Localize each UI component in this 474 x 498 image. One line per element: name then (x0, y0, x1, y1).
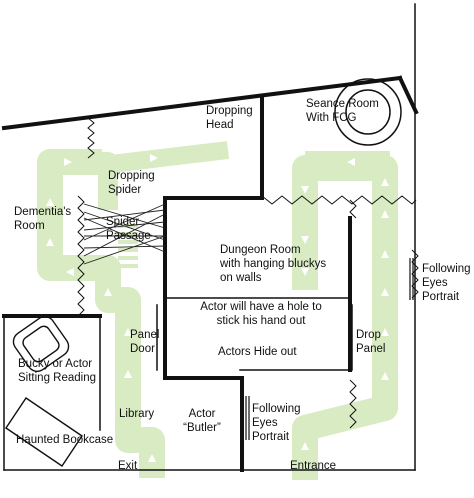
arrow-up (124, 370, 132, 378)
arrow-up (301, 442, 309, 450)
path-left-loop (37, 149, 165, 478)
portrait-icons (245, 258, 414, 440)
label-library: Library (119, 408, 155, 420)
path-top-segment (100, 141, 230, 174)
arrow-up (46, 198, 54, 206)
spider-web (83, 203, 166, 265)
label-haunted-bookcase: Haunted Bookcase (16, 434, 114, 446)
arrow-up (124, 328, 132, 336)
path-arrows (46, 154, 389, 462)
walls (1, 3, 419, 472)
label-exit: Exit (118, 460, 138, 472)
arrow-right (150, 154, 158, 162)
arrow-down (301, 268, 309, 276)
arrow-up (381, 210, 389, 218)
arrow-right (64, 158, 72, 166)
zigzag-top-right (261, 195, 417, 205)
label-actors-hide-out: Actors Hide out (218, 346, 297, 358)
arrow-up (104, 288, 112, 296)
arrow-left (347, 158, 355, 166)
arrow-up (381, 250, 389, 258)
bookcase-icon (5, 397, 83, 467)
arrow-up (381, 328, 389, 336)
outer-wall-top-slant (1, 75, 403, 131)
label-actor-butler: Actor“Butler” (183, 408, 221, 434)
seance-circle-icon (334, 78, 402, 146)
arrow-up (46, 238, 54, 246)
arrow-up (381, 178, 389, 186)
zigzag-bottom-right (349, 379, 357, 429)
zigzag-partitions (77, 117, 419, 429)
zigzag-right-edge (411, 249, 419, 299)
arrow-up (381, 372, 389, 380)
label-entrance: Entrance (290, 460, 337, 472)
outer-wall-top-right (397, 75, 419, 115)
zigzag-dementia-top (87, 117, 95, 159)
zigzag-right-upper (349, 199, 357, 219)
arrow-down (301, 186, 309, 194)
arrow-up (381, 288, 389, 296)
arrow-up (148, 454, 156, 462)
arrow-left (66, 268, 74, 276)
armchair-icon (12, 316, 70, 372)
zigzag-dementia-lower (77, 195, 85, 317)
arrow-down (301, 236, 309, 244)
